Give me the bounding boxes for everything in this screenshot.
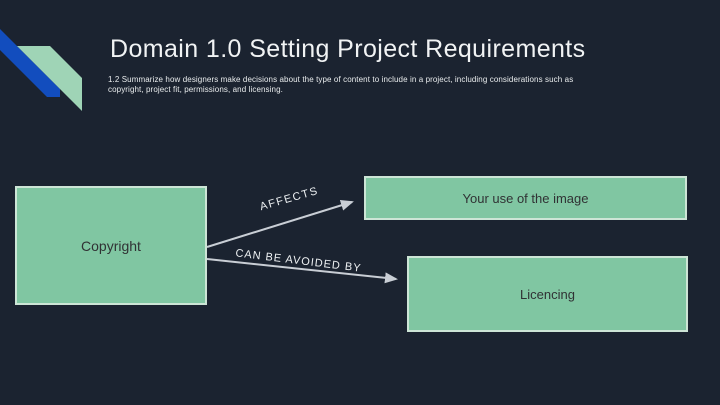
image-use-node: Your use of the image	[364, 176, 687, 220]
licencing-node: Licencing	[407, 256, 688, 332]
affects-arrow	[206, 200, 354, 248]
corner-green-shape	[17, 46, 82, 111]
licencing-node-label: Licencing	[520, 286, 575, 302]
image-use-node-label: Your use of the image	[462, 190, 589, 206]
page-title: Domain 1.0 Setting Project Requirements	[110, 35, 586, 63]
corner-decoration	[0, 29, 82, 111]
affects-arrow-label: AFFECTS	[258, 184, 321, 214]
slide-subtitle: 1.2 Summarize how designers make decisio…	[108, 75, 574, 94]
copyright-node: Copyright	[15, 186, 207, 305]
avoided-arrow-label: CAN BE AVOIDED BY	[234, 247, 363, 275]
corner-blue-shape	[0, 29, 60, 97]
copyright-node-label: Copyright	[81, 237, 141, 254]
